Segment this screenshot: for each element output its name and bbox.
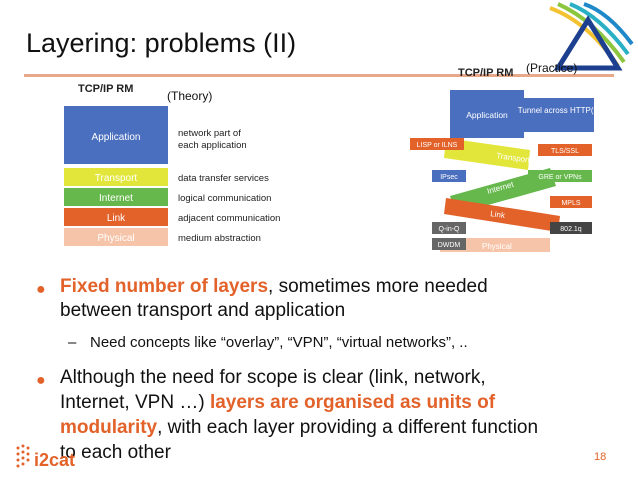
tag-qinq: [432, 222, 466, 234]
tag-dwdm-label: DWDM: [438, 242, 461, 249]
practice-link-band: [444, 198, 560, 232]
bullet-1-line-1: Fixed number of layers, sometimes more n…: [60, 276, 612, 298]
layer-physical-label: Physical: [97, 233, 134, 244]
practice-label: (Practice): [526, 61, 578, 75]
sub-bullet-1: Need concepts like “overlay”, “VPN”, “vi…: [90, 334, 468, 351]
tag-dwdm: [432, 238, 466, 250]
tag-qinq-label: Q-in-Q: [439, 226, 461, 233]
tunnel-http-label: Tunnel across HTTP(s): [518, 106, 601, 115]
tunnel-http-box: [524, 98, 594, 132]
desc-link: adjacent communication: [178, 213, 280, 224]
bullet-2-line-3-text: , with each layer providing a different …: [157, 417, 539, 438]
sub-bullet-dash: –: [68, 334, 77, 351]
bullet-2-highlight-1: layers are organised as units of: [209, 392, 496, 413]
title-divider: [24, 74, 614, 77]
practice-physical-label: Physical: [482, 242, 512, 251]
desc-application-2: each application: [178, 140, 247, 151]
i2cat-logo-text: i2cat: [34, 450, 75, 470]
bullet-1-line-2: between transport and application: [60, 300, 346, 321]
triangle-logo-icon: [548, 2, 634, 72]
layer-transport: [64, 168, 168, 186]
practice-physical: [440, 238, 550, 252]
layer-application: [64, 106, 168, 164]
bullet-2-line-2-text: Internet, VPN …): [60, 392, 210, 413]
desc-physical: medium abstraction: [178, 233, 261, 244]
tag-tls-label: TLS/SSL: [551, 148, 579, 155]
tag-ipsec-label: IPsec: [440, 174, 458, 181]
tag-8021q-label: 802.1q: [560, 226, 582, 233]
page-number: 18: [594, 451, 607, 463]
tag-gre: [528, 170, 592, 182]
tag-8021q: [550, 222, 592, 234]
bullet-1-highlight: Fixed number of layers: [60, 276, 269, 297]
practice-link-label: Link: [490, 209, 507, 220]
tag-gre-label: GRE or VPNs: [538, 174, 582, 181]
layer-link: [64, 208, 168, 226]
tag-ipsec: [432, 170, 466, 182]
practice-layer-diagram: TCP/IP RM Application Tunnel across HTTP…: [410, 58, 610, 263]
desc-application-1: network part of: [178, 128, 241, 139]
i2cat-logo-icon: i2cat: [14, 440, 84, 481]
bullet-1-rest: , sometimes more needed: [268, 276, 488, 297]
practice-application-label: Application: [466, 110, 508, 120]
theory-layer-diagram: TCP/IP RM Application Transport Internet…: [60, 78, 310, 255]
tag-lisp-label: LISP or ILNS: [417, 142, 458, 149]
bullet-2-line-2: Internet, VPN …) layers are organised as…: [60, 392, 495, 414]
bullet-dot: ●: [36, 372, 46, 389]
layer-physical: [64, 228, 168, 246]
bullet-2-line-4: to each other: [60, 442, 171, 463]
bullet-2-line-1: Although the need for scope is clear (li…: [60, 367, 486, 388]
layer-transport-label: Transport: [95, 173, 138, 184]
layer-internet: [64, 188, 168, 206]
slide-title: Layering: problems (II): [26, 28, 297, 58]
layer-link-label: Link: [107, 213, 126, 224]
tag-mpls: [550, 196, 592, 208]
tag-mpls-label: MPLS: [561, 200, 580, 207]
theory-heading: TCP/IP RM: [78, 83, 133, 95]
desc-transport: data transfer services: [178, 173, 269, 184]
tag-tls: [538, 144, 592, 156]
bullet-2-highlight-2: modularity: [60, 417, 158, 438]
desc-internet: logical communication: [178, 193, 271, 204]
tag-lisp: [410, 138, 464, 150]
bullet-dot: ●: [36, 281, 46, 298]
layer-internet-label: Internet: [99, 193, 133, 204]
theory-label: (Theory): [167, 89, 213, 103]
practice-transport-band: [444, 138, 530, 170]
bullet-2-line-3: modularity, with each layer providing a …: [60, 417, 538, 439]
practice-heading: TCP/IP RM: [458, 67, 513, 79]
layer-application-label: Application: [92, 132, 141, 143]
practice-application: [450, 90, 524, 138]
